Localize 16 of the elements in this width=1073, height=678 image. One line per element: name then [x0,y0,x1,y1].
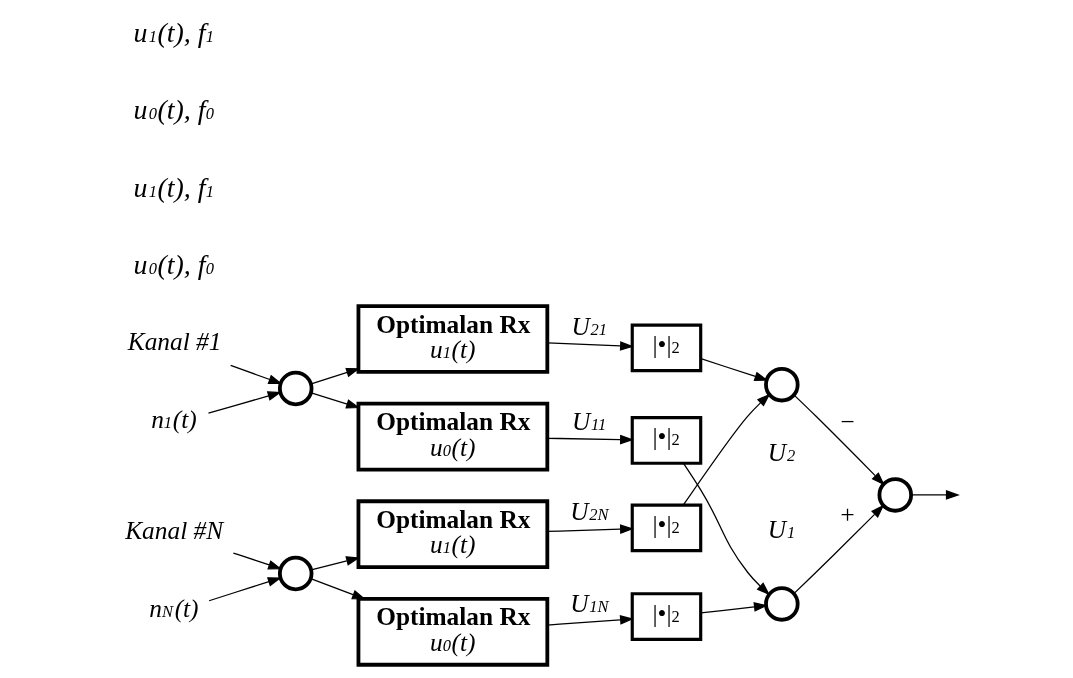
label: u1(t), f1 [132,16,214,48]
node-label: U2 [767,437,795,466]
label: u1(t), f1 [132,171,214,203]
node-text: nN(t) [148,593,199,622]
label: u0(t), f0 [132,94,214,126]
node-label: U1 [767,515,795,544]
node-text: Kanal #1 [127,327,221,356]
edge-label: U1N [569,588,608,617]
node-text: n1(t) [150,404,197,433]
edge-label: U11 [571,407,606,436]
node-text: Kanal #N [124,516,223,545]
edge-label: U21 [570,312,607,341]
edge-label: U2N [569,497,608,526]
edge-label: + [838,499,856,528]
edge-label: − [838,407,856,436]
label: u0(t), f0 [132,248,214,280]
